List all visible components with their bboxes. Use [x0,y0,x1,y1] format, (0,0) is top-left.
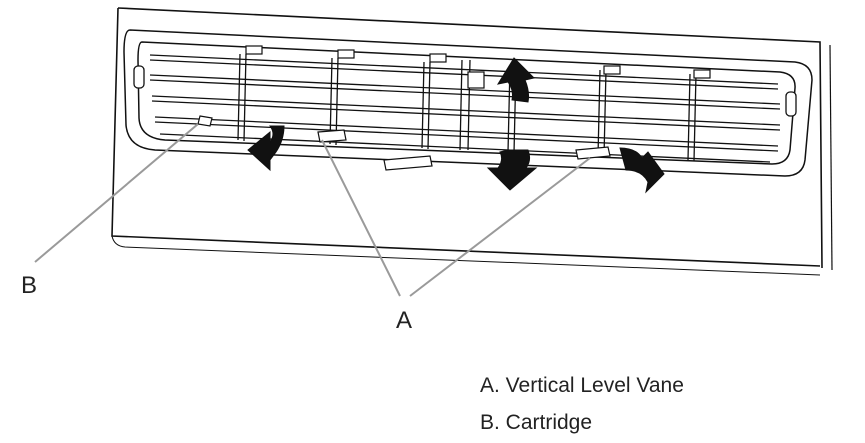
callout-label-b: B [21,272,38,299]
arrow-down-icon [486,149,538,191]
airflow-arrows [247,57,665,194]
leader-line-a-right [409,157,591,297]
callout-label-a: A [396,307,413,334]
side-caps [133,65,797,117]
vertical-level-vane-tabs [197,115,611,171]
leader-line-a-left [321,139,401,297]
arrow-up-icon [496,57,535,103]
leader-lines [34,123,591,297]
arrow-left-icon [247,125,285,172]
grille-bezel [123,29,813,177]
horizontal-louvers [149,54,781,163]
vane-clips [245,45,711,89]
legend-item-cartridge: B. Cartridge [480,411,593,434]
legend-item-vertical-level-vane: A. Vertical Level Vane [480,374,684,397]
arrow-right-icon [619,147,665,194]
unit-housing [111,7,833,276]
leader-line-b [34,123,199,263]
